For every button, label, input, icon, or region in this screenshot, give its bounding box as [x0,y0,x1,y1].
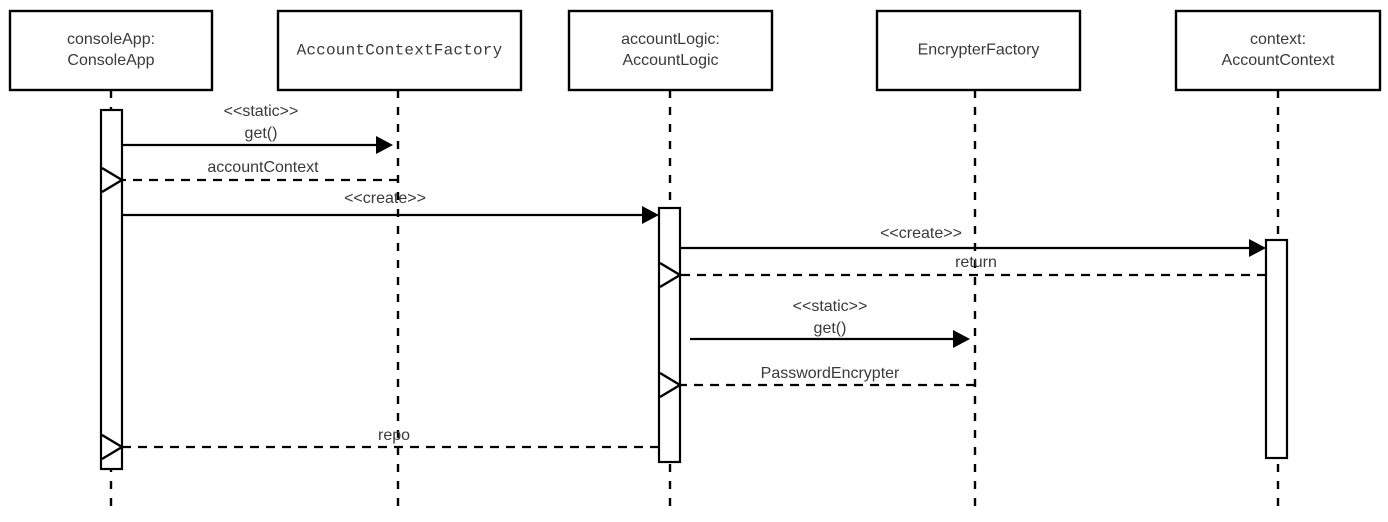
participant-label-context-line-0: context: [1250,31,1306,48]
message-msg-return-repo[interactable]: repo [101,427,659,461]
participant-label-accountLogic-line-1: AccountLogic [622,52,718,69]
message-label-msg-static-get-context-line-0: <<static>> [224,103,299,120]
participant-label-accountContextFactory-line-0: AccountContextFactory [297,42,503,60]
message-label-msg-return-passwordEncrypter-line-0: PasswordEncrypter [761,365,900,382]
message-label-msg-create-accountLogic-line-0: <<create>> [344,190,426,207]
activations-layer [99,108,1289,471]
message-msg-return-context[interactable]: return [659,254,1266,289]
participant-box-consoleApp [8,9,214,92]
participant-box-accountLogic [567,9,774,92]
participant-label-encrypterFactory-line-0: EncrypterFactory [918,42,1040,59]
participant-label-context-line-1: AccountContext [1222,52,1336,69]
participant-label-consoleApp-line-1: ConsoleApp [67,52,154,69]
participant-accountLogic[interactable]: accountLogic: AccountLogic [567,9,774,92]
arrowhead-open-msg-return-accountContext [101,166,125,194]
arrowhead-filled-msg-create-context [1249,239,1266,257]
participant-accountContextFactory[interactable]: AccountContextFactory [276,9,523,92]
message-msg-return-passwordEncrypter[interactable]: PasswordEncrypter [659,365,975,399]
message-label-msg-return-repo-line-0: repo [378,427,410,444]
participants-layer: consoleApp: ConsoleApp AccountContextFacto… [8,9,1382,92]
lifelines-layer [109,90,1280,514]
arrowhead-filled-msg-static-get-context [376,136,393,154]
participant-label-consoleApp-line-0: consoleApp: [67,31,155,48]
activation-bar-accountLogic[interactable] [657,206,682,464]
participant-box-context [1174,9,1382,92]
messages-layer: <<static>> get() accountContext <<create>> <… [101,103,1266,461]
participant-box-accountContextFactory [276,9,523,92]
message-msg-static-get-encrypter[interactable]: <<static>> get() [690,298,970,348]
activation-bar-consoleApp[interactable] [99,108,124,471]
participant-encrypterFactory[interactable]: EncrypterFactory [875,9,1082,92]
arrowhead-filled-msg-create-accountLogic [642,206,659,224]
message-label-msg-static-get-encrypter-line-0: <<static>> [793,298,868,315]
arrowhead-filled-msg-static-get-encrypter [953,330,970,348]
message-label-msg-static-get-encrypter-line-1: get() [814,320,847,337]
arrowhead-open-msg-return-repo [101,433,125,461]
participant-context[interactable]: context: AccountContext [1174,9,1382,92]
message-msg-static-get-context[interactable]: <<static>> get() [122,103,393,154]
arrowhead-open-msg-return-context [659,261,683,289]
activation-bar-context[interactable] [1264,238,1289,460]
message-msg-return-accountContext[interactable]: accountContext [101,159,398,194]
message-label-msg-create-context-line-0: <<create>> [880,225,962,242]
participant-box-encrypterFactory [875,9,1082,92]
message-label-msg-static-get-context-line-1: get() [245,125,278,142]
message-label-msg-return-context-line-0: return [955,254,997,271]
participant-consoleApp[interactable]: consoleApp: ConsoleApp [8,9,214,92]
message-msg-create-accountLogic[interactable]: <<create>> [122,190,659,224]
message-label-msg-return-accountContext-line-0: accountContext [207,159,319,176]
arrowhead-open-msg-return-passwordEncrypter [659,371,683,399]
message-msg-create-context[interactable]: <<create>> [680,225,1266,257]
participant-label-accountLogic-line-0: accountLogic: [621,31,720,48]
